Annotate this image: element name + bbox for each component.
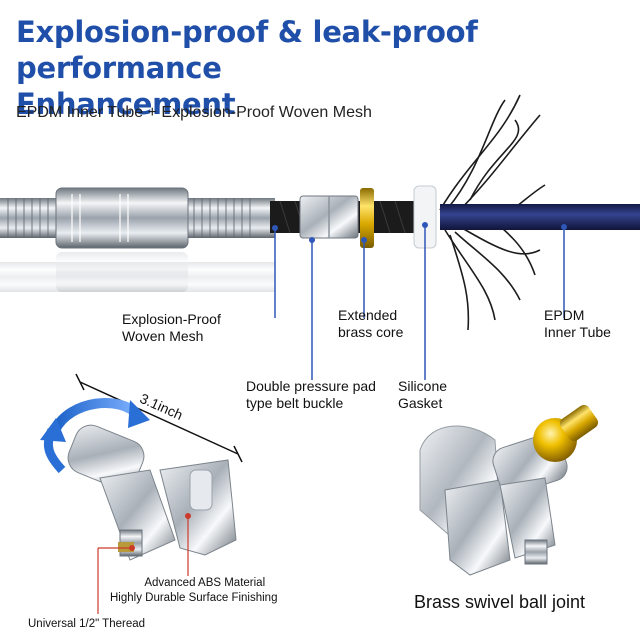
hose-assembly: [0, 94, 640, 331]
swivel-caption: Brass swivel ball joint: [414, 592, 586, 612]
epdm-inner-tube: [440, 204, 640, 230]
swivel-ball-joint: [419, 404, 599, 576]
title-line-1: Explosion-proof & leak-proof performance: [16, 15, 478, 85]
material-label: Advanced ABS Material Highly Durable Sur…: [110, 577, 278, 604]
bracket-left: [40, 373, 243, 614]
page-title: Explosion-proof & leak-proof performance…: [16, 14, 626, 122]
dimension-line: [79, 381, 239, 455]
subtitle: EPDM Inner Tube + Explosion-Proof Woven …: [16, 104, 372, 121]
brass-core: [360, 188, 374, 248]
callout-woven-mesh: Explosion-Proof Woven Mesh: [122, 311, 221, 344]
callout-epdm: EPDM Inner Tube: [544, 307, 611, 340]
chrome-nut: [55, 187, 189, 249]
callout-gasket: Silicone Gasket: [398, 378, 448, 411]
title-line-2: Enhancement: [16, 87, 236, 121]
callout-buckle: Double pressure pad type belt buckle: [246, 378, 376, 411]
frayed-fibers: [439, 94, 546, 331]
thread-label: Universal 1/2" Theread: [28, 618, 146, 630]
callout-brass-core: Extended brass core: [338, 307, 404, 340]
callout-lines: [272, 222, 567, 380]
